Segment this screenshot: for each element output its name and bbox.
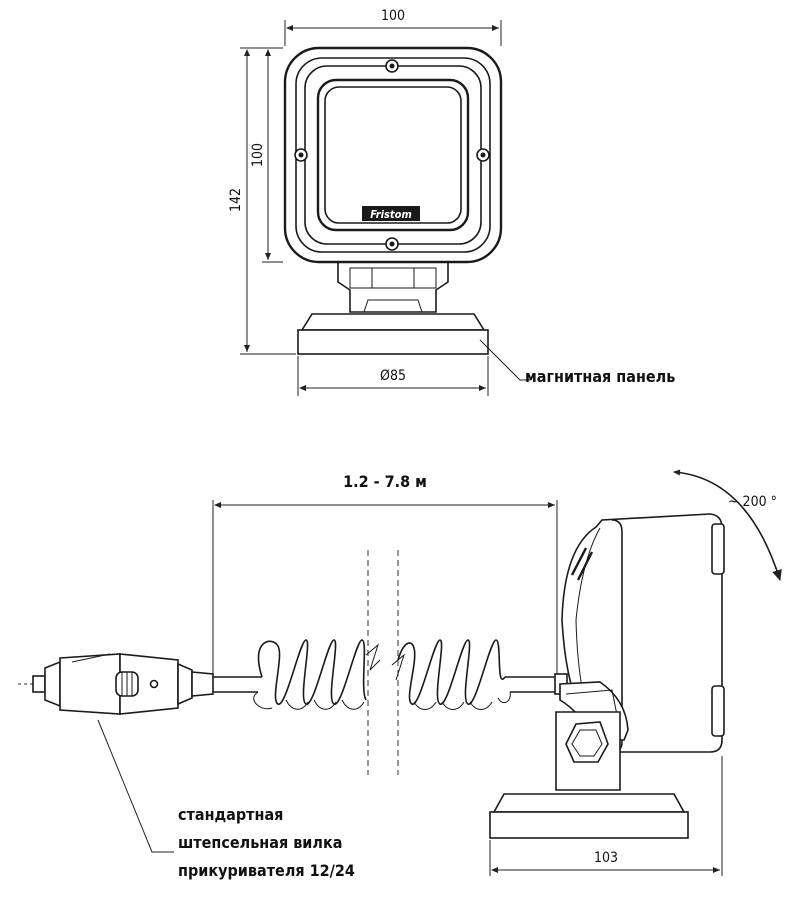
screw-bottom xyxy=(385,237,399,251)
cable-straight-right xyxy=(505,676,557,693)
logo-plate xyxy=(362,206,420,221)
cable-length-label: 1.2 - 7.8 м xyxy=(343,472,427,491)
magnetic-panel-label: магнитная панель xyxy=(525,367,675,386)
mount-bracket-inner xyxy=(349,267,437,289)
screw-top xyxy=(385,59,399,73)
side-mount-bracket xyxy=(555,681,629,791)
rotation-label: ~ 200 ° xyxy=(728,494,777,510)
plug-label-line3: прикуривателя 12/24 xyxy=(178,861,355,880)
screw-left xyxy=(294,148,308,162)
coiled-cable-left xyxy=(253,639,381,710)
logo-text: Fristom xyxy=(370,208,412,221)
cable-straight-left xyxy=(213,676,262,693)
leader-magnetic-panel xyxy=(479,339,530,381)
dim-lamp-height-label: 100 xyxy=(250,143,266,167)
rotation-arc xyxy=(673,469,782,581)
mount-bracket xyxy=(337,262,449,313)
dim-base-diameter-label: Ø85 xyxy=(380,368,406,384)
dim-total-height-label: 142 xyxy=(228,188,244,212)
side-magnetic-base-top xyxy=(492,793,686,813)
lighter-plug xyxy=(18,653,214,715)
plug-label-line2: штепсельная вилка xyxy=(178,833,342,852)
dim-width-label: 100 xyxy=(381,8,405,24)
side-magnetic-base xyxy=(489,811,689,839)
plug-label-line1: стандартная xyxy=(178,805,283,824)
leader-plug xyxy=(97,719,174,853)
screw-right xyxy=(476,148,490,162)
front-view: Fristom 100 100 142 Ø85 магнитная пане xyxy=(228,8,675,396)
lamp-housing-outer xyxy=(283,46,503,264)
magnetic-base-top xyxy=(300,313,486,331)
lamp-lens xyxy=(324,86,462,224)
lamp-lens-frame xyxy=(316,78,470,232)
magnetic-base xyxy=(297,329,489,355)
coiled-cable-right xyxy=(391,639,511,710)
side-view: 1.2 - 7.8 м xyxy=(18,469,782,880)
dim-side-depth-label: 103 xyxy=(594,850,618,866)
